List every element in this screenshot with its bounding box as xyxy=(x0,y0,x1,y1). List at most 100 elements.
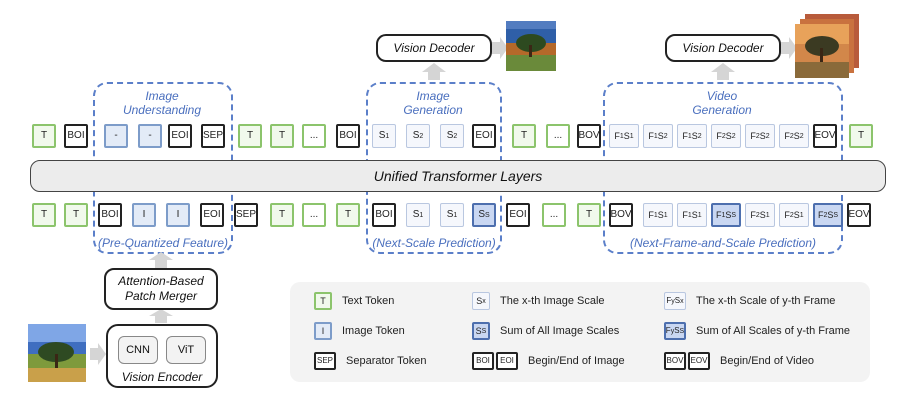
bottom-row-token: T xyxy=(64,203,88,227)
legend-label: Image Token xyxy=(342,325,405,337)
bottom-row-token: ... xyxy=(542,203,566,227)
vision-decoder-image: Vision Decoder xyxy=(376,34,492,62)
bottom-row-token: T xyxy=(577,203,601,227)
pre-quantized-label: (Pre-Quantized Feature) xyxy=(97,236,229,250)
image-generation-label: Image Generation xyxy=(403,89,463,117)
arrow-up-icon xyxy=(149,309,173,323)
cnn-label: CNN xyxy=(126,344,150,356)
arrow-right-icon xyxy=(781,37,797,59)
top-row-token: BOI xyxy=(64,124,88,148)
bottom-row-token: EOI xyxy=(506,203,530,227)
top-row-token: ... xyxy=(302,124,326,148)
arrow-right-icon xyxy=(90,343,106,365)
top-row-token: - xyxy=(138,124,162,148)
legend-label: The x-th Image Scale xyxy=(500,295,605,307)
bottom-row-token: BOI xyxy=(372,203,396,227)
top-row-token: - xyxy=(104,124,128,148)
bottom-row-token: T xyxy=(270,203,294,227)
legend-symbol: T xyxy=(314,292,332,310)
top-row-token: T xyxy=(32,124,56,148)
next-frame-label: (Next-Frame-and-Scale Prediction) xyxy=(629,236,817,250)
patch-merger: Attention-Based Patch Merger xyxy=(104,268,218,310)
next-scale-label: (Next-Scale Prediction) xyxy=(372,236,496,250)
legend-symbol: I xyxy=(314,322,332,340)
generated-video-frames xyxy=(795,14,859,78)
unified-transformer-label: Unified Transformer Layers xyxy=(373,168,543,184)
arrow-right-icon xyxy=(492,37,508,59)
bottom-row-token: I xyxy=(132,203,156,227)
vit-label: ViT xyxy=(177,344,195,356)
input-image xyxy=(28,324,86,382)
arrow-up-icon xyxy=(422,63,446,80)
top-row-token: T xyxy=(849,124,873,148)
bottom-row-token: SEP xyxy=(234,203,258,227)
vision-decoder-video: Vision Decoder xyxy=(665,34,781,62)
bottom-row-token: EOV xyxy=(847,203,871,227)
image-understanding-label: Image Understanding xyxy=(122,89,202,117)
legend-label: Separator Token xyxy=(346,355,427,367)
top-row-token: EOV xyxy=(813,124,837,148)
bottom-row-token: BOI xyxy=(98,203,122,227)
generated-image xyxy=(506,21,556,71)
top-row-token: EOI xyxy=(472,124,496,148)
vit-block: ViT xyxy=(166,336,206,364)
top-row-token: ... xyxy=(546,124,570,148)
cnn-block: CNN xyxy=(118,336,158,364)
legend-label: Begin/End of Video xyxy=(720,355,814,367)
patch-merger-label: Attention-Based Patch Merger xyxy=(118,274,204,303)
vision-encoder: CNN ViT Vision Encoder xyxy=(106,324,218,388)
bottom-row-token: ... xyxy=(302,203,326,227)
legend-label: Text Token xyxy=(342,295,395,307)
bottom-row-token: T xyxy=(336,203,360,227)
bottom-row-token: EOI xyxy=(200,203,224,227)
arrow-up-icon xyxy=(711,63,735,80)
unified-transformer-layers: Unified Transformer Layers xyxy=(30,160,886,192)
legend-label: Begin/End of Image xyxy=(528,355,625,367)
top-row-token: BOV xyxy=(577,124,601,148)
bottom-row-token: I xyxy=(166,203,190,227)
legend-label: Sum of All Scales of y-th Frame xyxy=(696,325,851,337)
legend-symbol: EOI xyxy=(496,352,518,370)
legend-symbol: SEP xyxy=(314,352,336,370)
vision-encoder-label: Vision Encoder xyxy=(121,370,203,384)
legend-symbol: BOI xyxy=(472,352,494,370)
bottom-row-token: T xyxy=(32,203,56,227)
arrow-up-icon xyxy=(149,252,173,268)
legend-label: The x-th Scale of y-th Frame xyxy=(696,295,836,307)
top-row-token: EOI xyxy=(168,124,192,148)
legend-symbol: EOV xyxy=(688,352,710,370)
top-row-token: SEP xyxy=(201,124,225,148)
top-row-token: T xyxy=(270,124,294,148)
top-row-token: BOI xyxy=(336,124,360,148)
legend xyxy=(290,282,870,382)
top-row-token: T xyxy=(512,124,536,148)
bottom-row-token: BOV xyxy=(609,203,633,227)
video-generation-label: Video Generation xyxy=(692,89,752,117)
top-row-token: T xyxy=(238,124,262,148)
legend-symbol: BOV xyxy=(664,352,686,370)
legend-label: Sum of All Image Scales xyxy=(500,325,620,337)
